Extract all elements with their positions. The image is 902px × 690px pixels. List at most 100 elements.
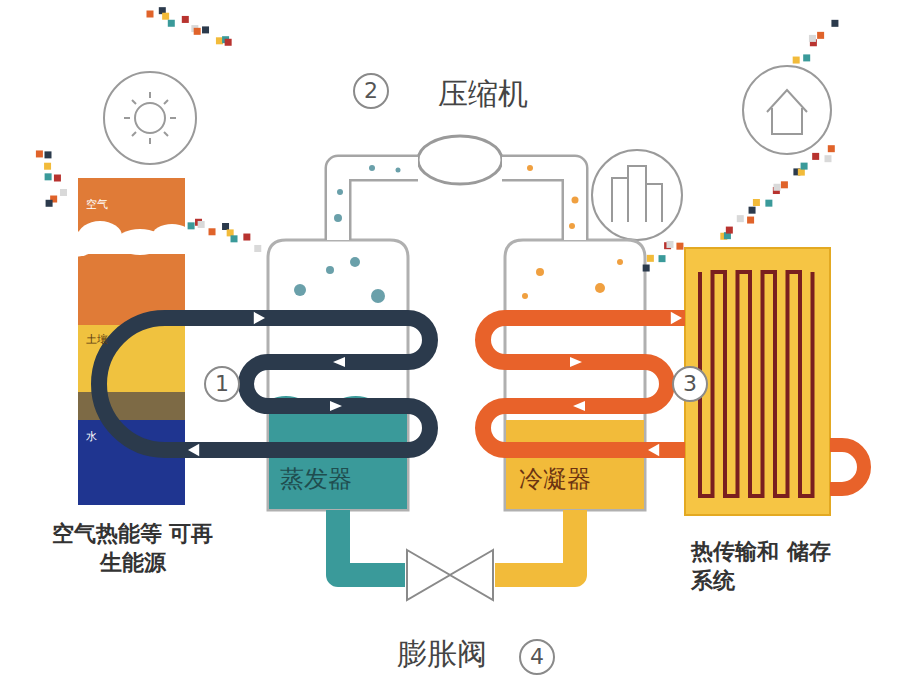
energy-source-column: 空气热能等 可再生能源空气土壤水 (78, 178, 185, 505)
confetti-square (753, 199, 760, 206)
callout-number: 4 (519, 639, 555, 675)
pipe (185, 442, 268, 458)
pipe (338, 510, 405, 575)
band-label: 土壤 (86, 333, 108, 347)
confetti-square (243, 234, 250, 241)
pipe-connector (338, 168, 418, 240)
confetti-square (225, 39, 232, 46)
confetti-square (194, 28, 201, 35)
bubble (369, 165, 375, 171)
confetti-square (803, 54, 810, 61)
sun-icon (135, 103, 165, 133)
bubble (536, 268, 544, 276)
confetti-square (198, 221, 205, 228)
bubble (294, 284, 306, 296)
confetti-square (188, 222, 195, 229)
confetti-square (824, 155, 831, 162)
pipe (185, 310, 268, 326)
ground-loop-pipe (99, 318, 185, 450)
bubble (326, 266, 334, 274)
sun-rays (124, 92, 176, 144)
evaporator-vessel (268, 240, 408, 510)
bubble (334, 214, 342, 222)
part-name: 膨胀阀 (397, 634, 487, 673)
confetti-square (647, 255, 654, 262)
confetti-square (254, 245, 261, 252)
confetti-square (817, 32, 824, 39)
confetti-square (44, 151, 51, 158)
confetti-square (182, 16, 189, 23)
confetti-square (809, 35, 816, 42)
arrowhead (188, 444, 199, 456)
bubble (396, 168, 401, 173)
confetti-square (726, 227, 733, 234)
confetti-square (659, 255, 666, 262)
confetti-square (765, 200, 772, 207)
confetti-square (737, 215, 744, 222)
confetti-square (676, 243, 683, 250)
arrowhead (648, 444, 659, 456)
condenser-coil (483, 318, 667, 450)
pipe (645, 442, 685, 458)
flow-arrow (570, 357, 585, 411)
confetti-square (643, 265, 650, 272)
pipe-outline (502, 168, 575, 240)
confetti-square (45, 173, 52, 180)
callout-number: 3 (672, 366, 708, 402)
confetti-square (747, 217, 754, 224)
compressor: 压缩机 (418, 136, 502, 184)
bubble (522, 293, 528, 299)
pipe-connector (645, 312, 685, 324)
icon-circle (743, 66, 831, 154)
pipe-connector (495, 510, 575, 575)
compressor-body (418, 136, 502, 184)
heat-flow-confetti (36, 7, 839, 271)
confetti-square (60, 189, 67, 196)
confetti-square (812, 153, 819, 160)
condenser-liquid (506, 420, 644, 509)
pipe-connector (645, 444, 685, 456)
confetti-square (828, 145, 835, 152)
confetti-square (36, 150, 43, 157)
pipe (338, 168, 418, 240)
pipe (645, 310, 685, 326)
confetti-square (162, 13, 169, 20)
confetti-square (216, 37, 223, 44)
band-label: 水 (86, 430, 97, 444)
part-name: 蒸发器 (280, 464, 352, 495)
confetti-square (781, 181, 788, 188)
confetti-square (44, 163, 51, 170)
confetti-square (147, 11, 154, 18)
confetti-square (46, 200, 53, 207)
cloud (52, 240, 192, 254)
bubble (527, 165, 533, 171)
arrowhead (254, 312, 265, 324)
confetti-square (231, 235, 238, 242)
column-heading: 空气热能等 可再生能源 (50, 520, 215, 577)
soil-band: 土壤 (78, 325, 185, 392)
bubble (371, 289, 385, 303)
bubble (569, 223, 575, 229)
tank-heading: 热传输和 储存系统 (691, 538, 841, 595)
evaporator-coil (246, 318, 430, 450)
arrowhead (671, 312, 682, 324)
pipe-connector (185, 312, 268, 324)
outlet-pipe (830, 445, 864, 489)
confetti-square (749, 207, 756, 214)
confetti-square (202, 26, 209, 33)
vapour-bubbles (294, 165, 401, 303)
vapour-bubbles (522, 165, 623, 299)
pipe (502, 168, 575, 240)
pipe-connector (338, 510, 405, 575)
condenser: 冷凝器 (505, 240, 645, 510)
confetti-square (793, 57, 800, 64)
icon-circle (592, 150, 682, 240)
clouds (46, 221, 192, 257)
bubble (337, 189, 343, 195)
confetti-square (666, 241, 673, 248)
band-label: 空气 (86, 198, 108, 212)
confetti-square (209, 228, 216, 235)
callout-number: 2 (353, 73, 389, 109)
expansion-valve: 膨胀阀 (405, 548, 495, 602)
bubble (572, 197, 579, 204)
